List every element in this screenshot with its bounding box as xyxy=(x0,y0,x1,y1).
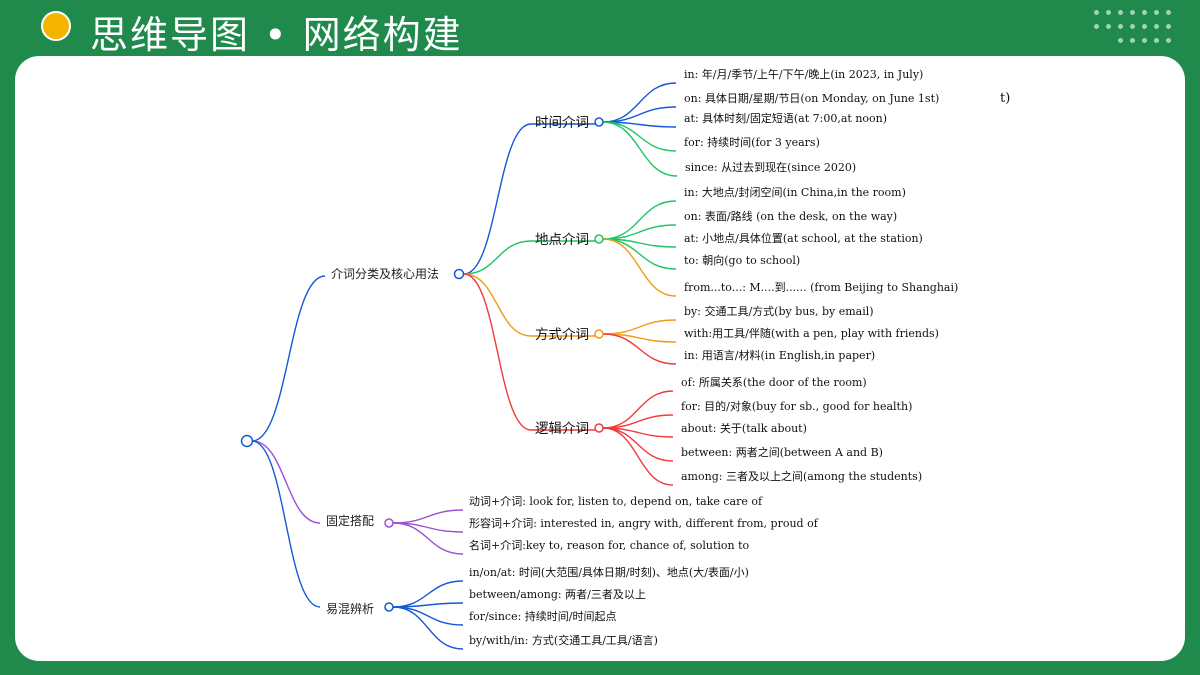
connector-branch1-sub xyxy=(463,273,532,337)
dot-grid-decoration xyxy=(1094,10,1176,50)
category-label: 时间介词 xyxy=(535,115,589,131)
connector-leaf xyxy=(602,333,677,365)
branch-label-confusables: 易混辨析 xyxy=(326,602,375,616)
leaf-item: to: 朝向(go to school) xyxy=(684,254,801,267)
leaf-item: by/with/in: 方式(交通工具/工具/语言) xyxy=(469,634,658,647)
connector-leaf xyxy=(602,319,677,335)
connector-leaf xyxy=(392,606,464,650)
mindmap-card: t) 介词分类及核心用法 时间介词 in: 年/月/季节/上午/下午/晚上(in 2… xyxy=(15,56,1185,661)
decor-dot xyxy=(1106,10,1111,15)
connector-leaf xyxy=(602,224,677,240)
category-node-circle[interactable] xyxy=(594,423,604,433)
leaf-item: about: 关于(talk about) xyxy=(681,422,807,435)
leaf-item: among: 三者及以上之间(among the students) xyxy=(681,470,923,483)
category-label: 地点介词 xyxy=(535,232,589,248)
decor-dot xyxy=(1130,38,1135,43)
leaf-item: at: 小地点/具体位置(at school, at the station) xyxy=(684,232,923,245)
connector-leaf xyxy=(602,238,677,297)
decor-dot xyxy=(1094,24,1099,29)
title-bullet-icon xyxy=(41,11,71,41)
header-bar: 思维导图 • 网络构建 xyxy=(0,0,1200,57)
decor-dot xyxy=(1130,10,1135,15)
leaf-item: 动词+介词: look for, listen to, depend on, t… xyxy=(469,495,763,508)
leaf-item: on: 具体日期/星期/节日(on Monday, on June 1st) xyxy=(684,92,940,105)
decor-dot xyxy=(1094,10,1099,15)
page-title: 思维导图 • 网络构建 xyxy=(90,13,463,57)
decor-dot xyxy=(1118,38,1123,43)
connector-leaf xyxy=(392,606,464,626)
branch-label-classification: 介词分类及核心用法 xyxy=(331,267,440,281)
connector-branch1-sub xyxy=(463,273,532,431)
leaf-item: from...to...: M....到...... (from Beijing… xyxy=(684,281,959,294)
connector-leaf xyxy=(602,390,674,429)
branch1-node-circle[interactable] xyxy=(453,268,465,280)
leaf-item: 形容词+介词: interested in, angry with, diffe… xyxy=(469,517,818,530)
connector-root-branch2 xyxy=(251,440,321,524)
connector-leaf xyxy=(602,121,678,177)
connector-leaf xyxy=(602,106,677,123)
connector-branch1-sub xyxy=(463,123,532,275)
decor-dot xyxy=(1166,38,1171,43)
leaf-item: on: 表面/路线 (on the desk, on the way) xyxy=(684,210,898,223)
leaf-item: for: 持续时间(for 3 years) xyxy=(684,136,820,149)
leaf-item: 名词+介词:key to, reason for, chance of, sol… xyxy=(469,539,750,552)
leaf-item: for/since: 持续时间/时间起点 xyxy=(469,610,617,623)
mindmap-canvas xyxy=(240,82,678,650)
leaf-item: in: 大地点/封闭空间(in China,in the room) xyxy=(684,186,906,199)
decor-dot xyxy=(1154,10,1159,15)
connector-leaf xyxy=(392,522,464,555)
connector-leaf xyxy=(602,200,677,240)
decor-dot xyxy=(1154,38,1159,43)
connector-leaf xyxy=(392,509,464,524)
leaf-item: in/on/at: 时间(大范围/具体日期/时刻)、地点(大/表面/小) xyxy=(469,566,749,579)
decor-dot xyxy=(1118,10,1123,15)
branch3-node-circle[interactable] xyxy=(384,602,394,612)
category-label: 逻辑介词 xyxy=(535,421,589,437)
connector-leaf xyxy=(602,427,674,486)
connector-leaf xyxy=(392,602,464,608)
category-node-circle[interactable] xyxy=(594,329,604,339)
connector-leaf xyxy=(602,238,677,270)
branch2-node-circle[interactable] xyxy=(384,518,394,528)
stray-text: t) xyxy=(1000,91,1011,106)
category-node-circle[interactable] xyxy=(594,117,604,127)
decor-dot xyxy=(1166,10,1171,15)
decor-dot xyxy=(1166,24,1171,29)
decor-dot xyxy=(1130,24,1135,29)
category-label: 方式介词 xyxy=(535,327,589,343)
decor-dot xyxy=(1118,24,1123,29)
leaf-item: between: 两者之间(between A and B) xyxy=(681,446,883,459)
connector-root-branch1 xyxy=(251,275,326,442)
branch-label-collocations: 固定搭配 xyxy=(326,514,375,528)
root-node-circle[interactable] xyxy=(240,434,254,448)
connector-leaf xyxy=(602,82,677,123)
leaf-item: in: 用语言/材料(in English,in paper) xyxy=(684,349,876,362)
leaf-item: for: 目的/对象(buy for sb., good for health) xyxy=(681,400,913,413)
decor-dot xyxy=(1154,24,1159,29)
leaf-item: between/among: 两者/三者及以上 xyxy=(469,588,646,601)
leaf-item: by: 交通工具/方式(by bus, by email) xyxy=(684,305,874,318)
leaf-item: in: 年/月/季节/上午/下午/晚上(in 2023, in July) xyxy=(684,68,924,81)
decor-dot xyxy=(1106,24,1111,29)
category-node-circle[interactable] xyxy=(594,234,604,244)
decor-dot xyxy=(1142,38,1147,43)
connector-branch1-sub xyxy=(463,240,532,275)
decor-dot xyxy=(1142,10,1147,15)
leaf-item: of: 所属关系(the door of the room) xyxy=(681,376,867,389)
leaf-item: at: 具体时刻/固定短语(at 7:00,at noon) xyxy=(684,112,888,125)
leaf-item: with:用工具/伴随(with a pen, play with friend… xyxy=(684,327,939,340)
leaf-item: since: 从过去到现在(since 2020) xyxy=(685,161,857,174)
decor-dot xyxy=(1142,24,1147,29)
connector-root-branch3 xyxy=(251,440,321,608)
